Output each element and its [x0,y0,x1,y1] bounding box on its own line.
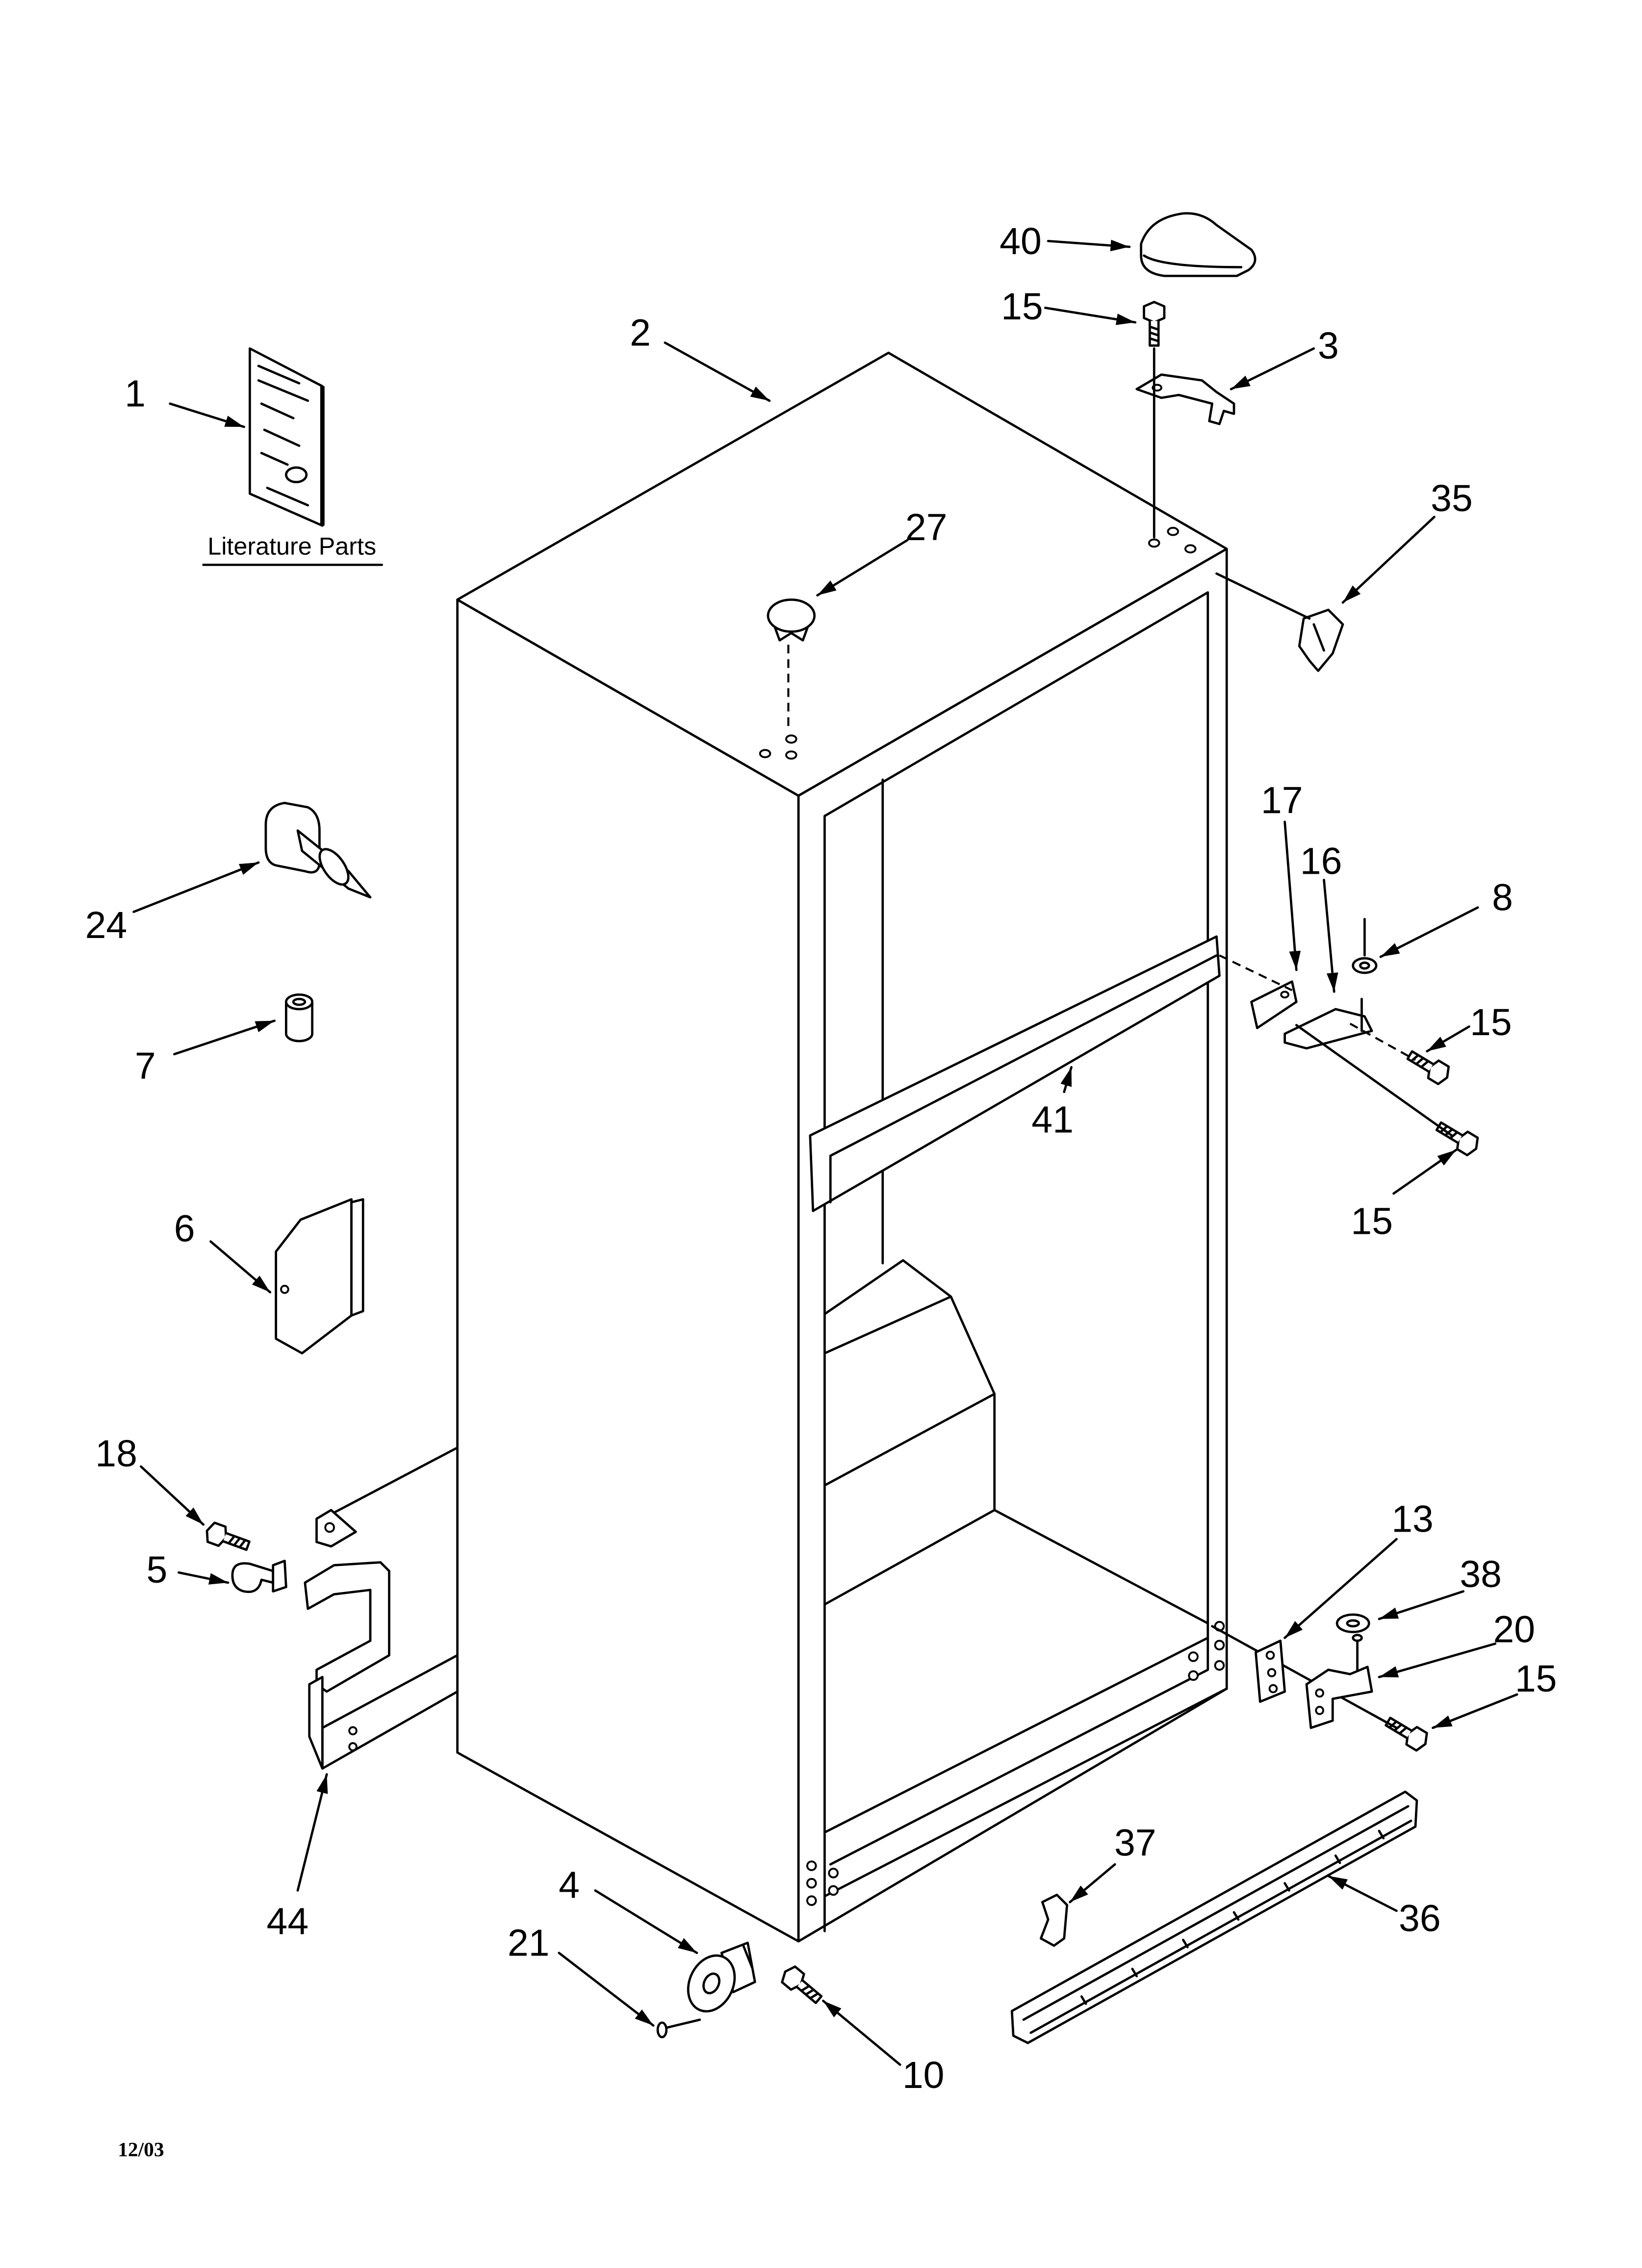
part-8-washer [1352,918,1378,974]
leader-13 [1283,1538,1398,1639]
literature-caption: Literature Parts [207,532,376,560]
leader-5 [177,1571,230,1585]
callout-4: 4 [559,1864,580,1906]
callout-40: 40 [1000,220,1042,262]
callout-13: 13 [1391,1498,1434,1540]
leader-2 [664,341,771,402]
callout-1: 1 [125,373,146,415]
callout-10: 10 [902,2054,945,2096]
date-code: 12/03 [118,2138,164,2161]
callout-27: 27 [905,506,948,548]
leader-35 [1341,516,1436,604]
callout-41: 41 [1031,1099,1074,1141]
cabinet-side-panel [456,598,800,1943]
part-1-literature-booklet [249,347,325,527]
leader-4 [594,1889,698,1955]
leader-7 [173,1019,276,1056]
callout-6: 6 [174,1208,195,1250]
callout-38: 38 [1460,1553,1502,1595]
leader-36 [1327,1875,1398,1912]
leader-17 [1283,820,1301,971]
leader-37 [1069,1863,1116,1903]
cabinet-holes [759,526,1225,1906]
part-20-hinge [1305,1634,1373,1729]
leader-20 [1378,1642,1497,1678]
leader-16 [1323,879,1338,993]
part-44-bracket [304,1446,459,1770]
part-10-screw [779,1964,825,2007]
leader-44 [296,1773,328,1892]
callout-20: 20 [1493,1608,1535,1650]
part-6-plate [275,1198,364,1355]
leader-38 [1378,1590,1465,1620]
leader-8 [1379,906,1479,958]
leader-15-top [1044,307,1137,325]
callout-15-bottom-hinge: 15 [1515,1658,1557,1700]
callout-15-hinge-lower: 15 [1351,1200,1393,1243]
leader-15-hinge-lower [1392,1148,1458,1195]
part-27-plug [767,598,816,642]
part-40-cover [1140,212,1257,277]
leader-15-bottom-hinge [1432,1693,1518,1729]
callout-3: 3 [1318,325,1339,367]
crisper-cover [823,1259,1209,1625]
alignment-line-hinge-3 [1295,1024,1453,1137]
callout-7: 7 [135,1045,156,1087]
callout-15-hinge-upper: 15 [1470,1001,1512,1043]
part-36-grille [1010,1790,1418,2044]
part-18-screw [204,1521,252,1555]
callout-8: 8 [1492,877,1513,919]
callout-35: 35 [1431,477,1473,520]
leader-10 [822,2000,901,2066]
part-15-screw-bottom-hinge [1383,1713,1431,1752]
cabinet-frame-lines [823,1637,1228,1932]
leader-arrows [132,239,1518,2066]
callout-18: 18 [95,1433,137,1475]
leader-24 [132,861,260,913]
callout-16: 16 [1300,840,1342,883]
callout-5: 5 [147,1549,168,1591]
alignment-line-hinge-1 [1219,954,1293,991]
leader-21 [558,1952,655,2027]
leader-1 [169,402,245,428]
part-38-washer [1335,1613,1370,1634]
part-13-plate [1255,1640,1286,1703]
part-7-spacer [284,993,314,1043]
part-37-clip [1040,1893,1069,1947]
leader-41 [1060,1066,1073,1094]
leader-40 [1047,239,1131,252]
callout-21: 21 [508,1922,550,1964]
callout-37: 37 [1114,1822,1156,1864]
leader-6 [209,1240,272,1294]
callout-36: 36 [1399,1897,1441,1939]
part-41-divider-rail [809,935,1221,1212]
part-16-hinge [1283,997,1373,1050]
part-17-hinge-plate [1250,980,1298,1029]
leader-18 [140,1465,205,1526]
cabinet [456,351,1228,1943]
part-21-pin [656,2018,701,2038]
alignment-line-hinge-2 [1349,1022,1416,1061]
alignment-line-bottom-hinge [1211,1625,1398,1729]
part-15-screw-hinge-lower [1434,1118,1481,1157]
callout-17: 17 [1261,779,1303,821]
callout-2: 2 [630,312,651,354]
part-5-clamp [231,1560,287,1593]
part-15-screw-top [1144,302,1164,346]
part-24-bolt [264,802,372,899]
leader-27 [816,539,909,597]
alignment-line-clip [1215,572,1311,620]
leader-15-hinge-upper [1426,1025,1470,1053]
callout-44: 44 [267,1900,309,1942]
callout-15-top: 15 [1001,286,1043,328]
part-35-clip [1298,608,1344,672]
part-4-roller [687,1941,756,2013]
part-3-bracket [1135,373,1235,425]
leader-3 [1230,347,1315,391]
callout-24: 24 [85,904,128,946]
callout-labels: 40 15 3 2 1 27 35 17 16 8 24 15 7 41 15 … [85,220,1557,2096]
part-15-screw-hinge-upper [1405,1046,1452,1086]
